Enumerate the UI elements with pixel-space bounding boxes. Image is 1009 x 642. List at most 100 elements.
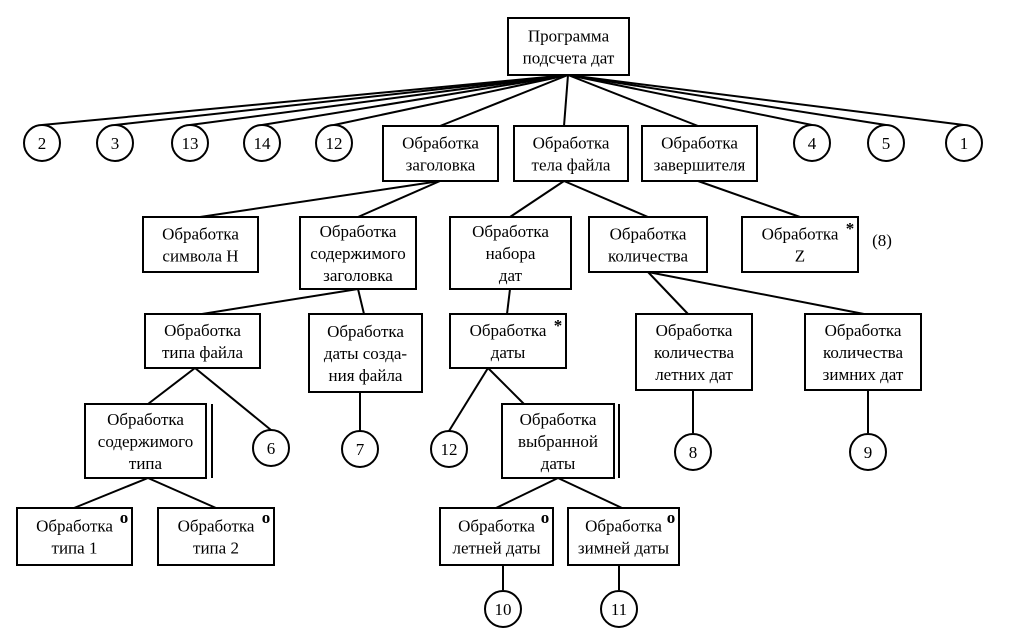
- iteration-marker: *: [554, 316, 563, 335]
- date-set-label-line: дат: [499, 266, 523, 285]
- type2-box: [157, 507, 275, 566]
- root-label-line: Программа: [528, 27, 610, 46]
- circle-14-label: 14: [254, 134, 272, 153]
- date-item-box: [449, 313, 567, 369]
- circle-7-label: 7: [356, 440, 365, 459]
- symbol-h-box: [142, 216, 259, 273]
- file-type-box: [144, 313, 261, 369]
- circle-8-label: 8: [689, 443, 698, 462]
- body-label-line: тела файла: [532, 156, 611, 175]
- selected-date-label-line: даты: [541, 454, 576, 473]
- file-type-label-line: типа файла: [162, 343, 244, 362]
- winter-date-label-line: Обработка: [585, 517, 662, 536]
- header-label-line: заголовка: [406, 156, 476, 175]
- circle-6-label: 6: [267, 439, 276, 458]
- header-content-label-line: Обработка: [320, 222, 397, 241]
- winter-date-label-line: зимней даты: [578, 539, 670, 558]
- date-item-label-line: Обработка: [470, 321, 547, 340]
- date-set-box: [449, 216, 572, 290]
- circle-3-label: 3: [111, 134, 120, 153]
- header-content-label-line: заголовка: [323, 266, 393, 285]
- connector-lines: [41, 74, 965, 590]
- creation-date-label-line: даты созда-: [324, 344, 408, 363]
- header-label-line: Обработка: [402, 134, 479, 153]
- summer-quantity-label-line: Обработка: [656, 321, 733, 340]
- iteration-marker: *: [846, 219, 855, 238]
- selection-marker: o: [262, 508, 271, 527]
- circle-8: [674, 433, 712, 471]
- z-item-label-line: Z: [795, 247, 805, 266]
- quantity-box: [588, 216, 708, 273]
- header-box: [382, 125, 499, 182]
- date-set-label-line: Обработка: [472, 222, 549, 241]
- root-box: [507, 17, 630, 76]
- node-circles: [23, 124, 983, 628]
- circle-12-label: 12: [326, 134, 343, 153]
- circle-5-label: 5: [882, 134, 891, 153]
- summer-quantity-label-line: количества: [654, 343, 735, 362]
- terminator-label-line: завершителя: [654, 156, 746, 175]
- type-content-box: [84, 403, 207, 479]
- summer-date-label-line: летней даты: [452, 539, 541, 558]
- winter-quantity-label-line: зимних дат: [823, 365, 904, 384]
- circle-9: [849, 433, 887, 471]
- circle-2-label: 2: [38, 134, 47, 153]
- summer-date-label-line: Обработка: [458, 517, 535, 536]
- circle-14: [243, 124, 281, 162]
- circle-12-b: [430, 430, 468, 468]
- selected-date-box: [501, 403, 615, 479]
- type-content-label-line: типа: [129, 454, 163, 473]
- circle-6: [252, 429, 290, 467]
- circle-4-label: 4: [808, 134, 817, 153]
- type-content-label-line: содержимого: [98, 432, 193, 451]
- summer-date-box: [439, 507, 554, 566]
- winter-quantity-label-line: количества: [823, 343, 904, 362]
- header-content-box: [299, 216, 417, 290]
- quantity-label-line: количества: [608, 247, 689, 266]
- winter-date-box: [567, 507, 680, 566]
- symbol-h-label-line: Обработка: [162, 225, 239, 244]
- header-content-label-line: содержимого: [310, 244, 405, 263]
- symbol-h-label-line: символа Н: [162, 247, 238, 266]
- summer-quantity-box: [635, 313, 753, 391]
- circle-13-label: 13: [182, 134, 199, 153]
- circle-4: [793, 124, 831, 162]
- terminator-label-line: Обработка: [661, 134, 738, 153]
- circle-2: [23, 124, 61, 162]
- circle-11: [600, 590, 638, 628]
- type1-label-line: Обработка: [36, 517, 113, 536]
- selection-marker: o: [541, 508, 550, 527]
- node-boxes: [16, 17, 922, 566]
- circle-12: [315, 124, 353, 162]
- creation-date-label-line: Обработка: [327, 322, 404, 341]
- circle-12-b-label: 12: [441, 440, 458, 459]
- type1-label-line: типа 1: [52, 539, 98, 558]
- selection-marker: o: [667, 508, 676, 527]
- circle-10: [484, 590, 522, 628]
- circle-1: [945, 124, 983, 162]
- selection-marker: o: [120, 508, 129, 527]
- creation-date-box: [308, 313, 423, 393]
- date-set-label-line: набора: [486, 244, 536, 263]
- type2-label-line: Обработка: [178, 517, 255, 536]
- circle-13: [171, 124, 209, 162]
- circle-9-label: 9: [864, 443, 873, 462]
- winter-quantity-box: [804, 313, 922, 391]
- root-label-line: подсчета дат: [523, 49, 615, 68]
- z-item-box: [741, 216, 859, 273]
- circle-3: [96, 124, 134, 162]
- type1-box: [16, 507, 133, 566]
- selected-date-label-line: выбранной: [518, 432, 598, 451]
- z-item-label-line: Обработка: [762, 225, 839, 244]
- circle-10-label: 10: [495, 600, 512, 619]
- winter-quantity-label-line: Обработка: [825, 321, 902, 340]
- type2-label-line: типа 2: [193, 539, 239, 558]
- circle-5: [867, 124, 905, 162]
- circle-11-label: 11: [611, 600, 627, 619]
- body-box: [513, 125, 629, 182]
- quantity-label-line: Обработка: [610, 225, 687, 244]
- date-item-label-line: даты: [491, 343, 526, 362]
